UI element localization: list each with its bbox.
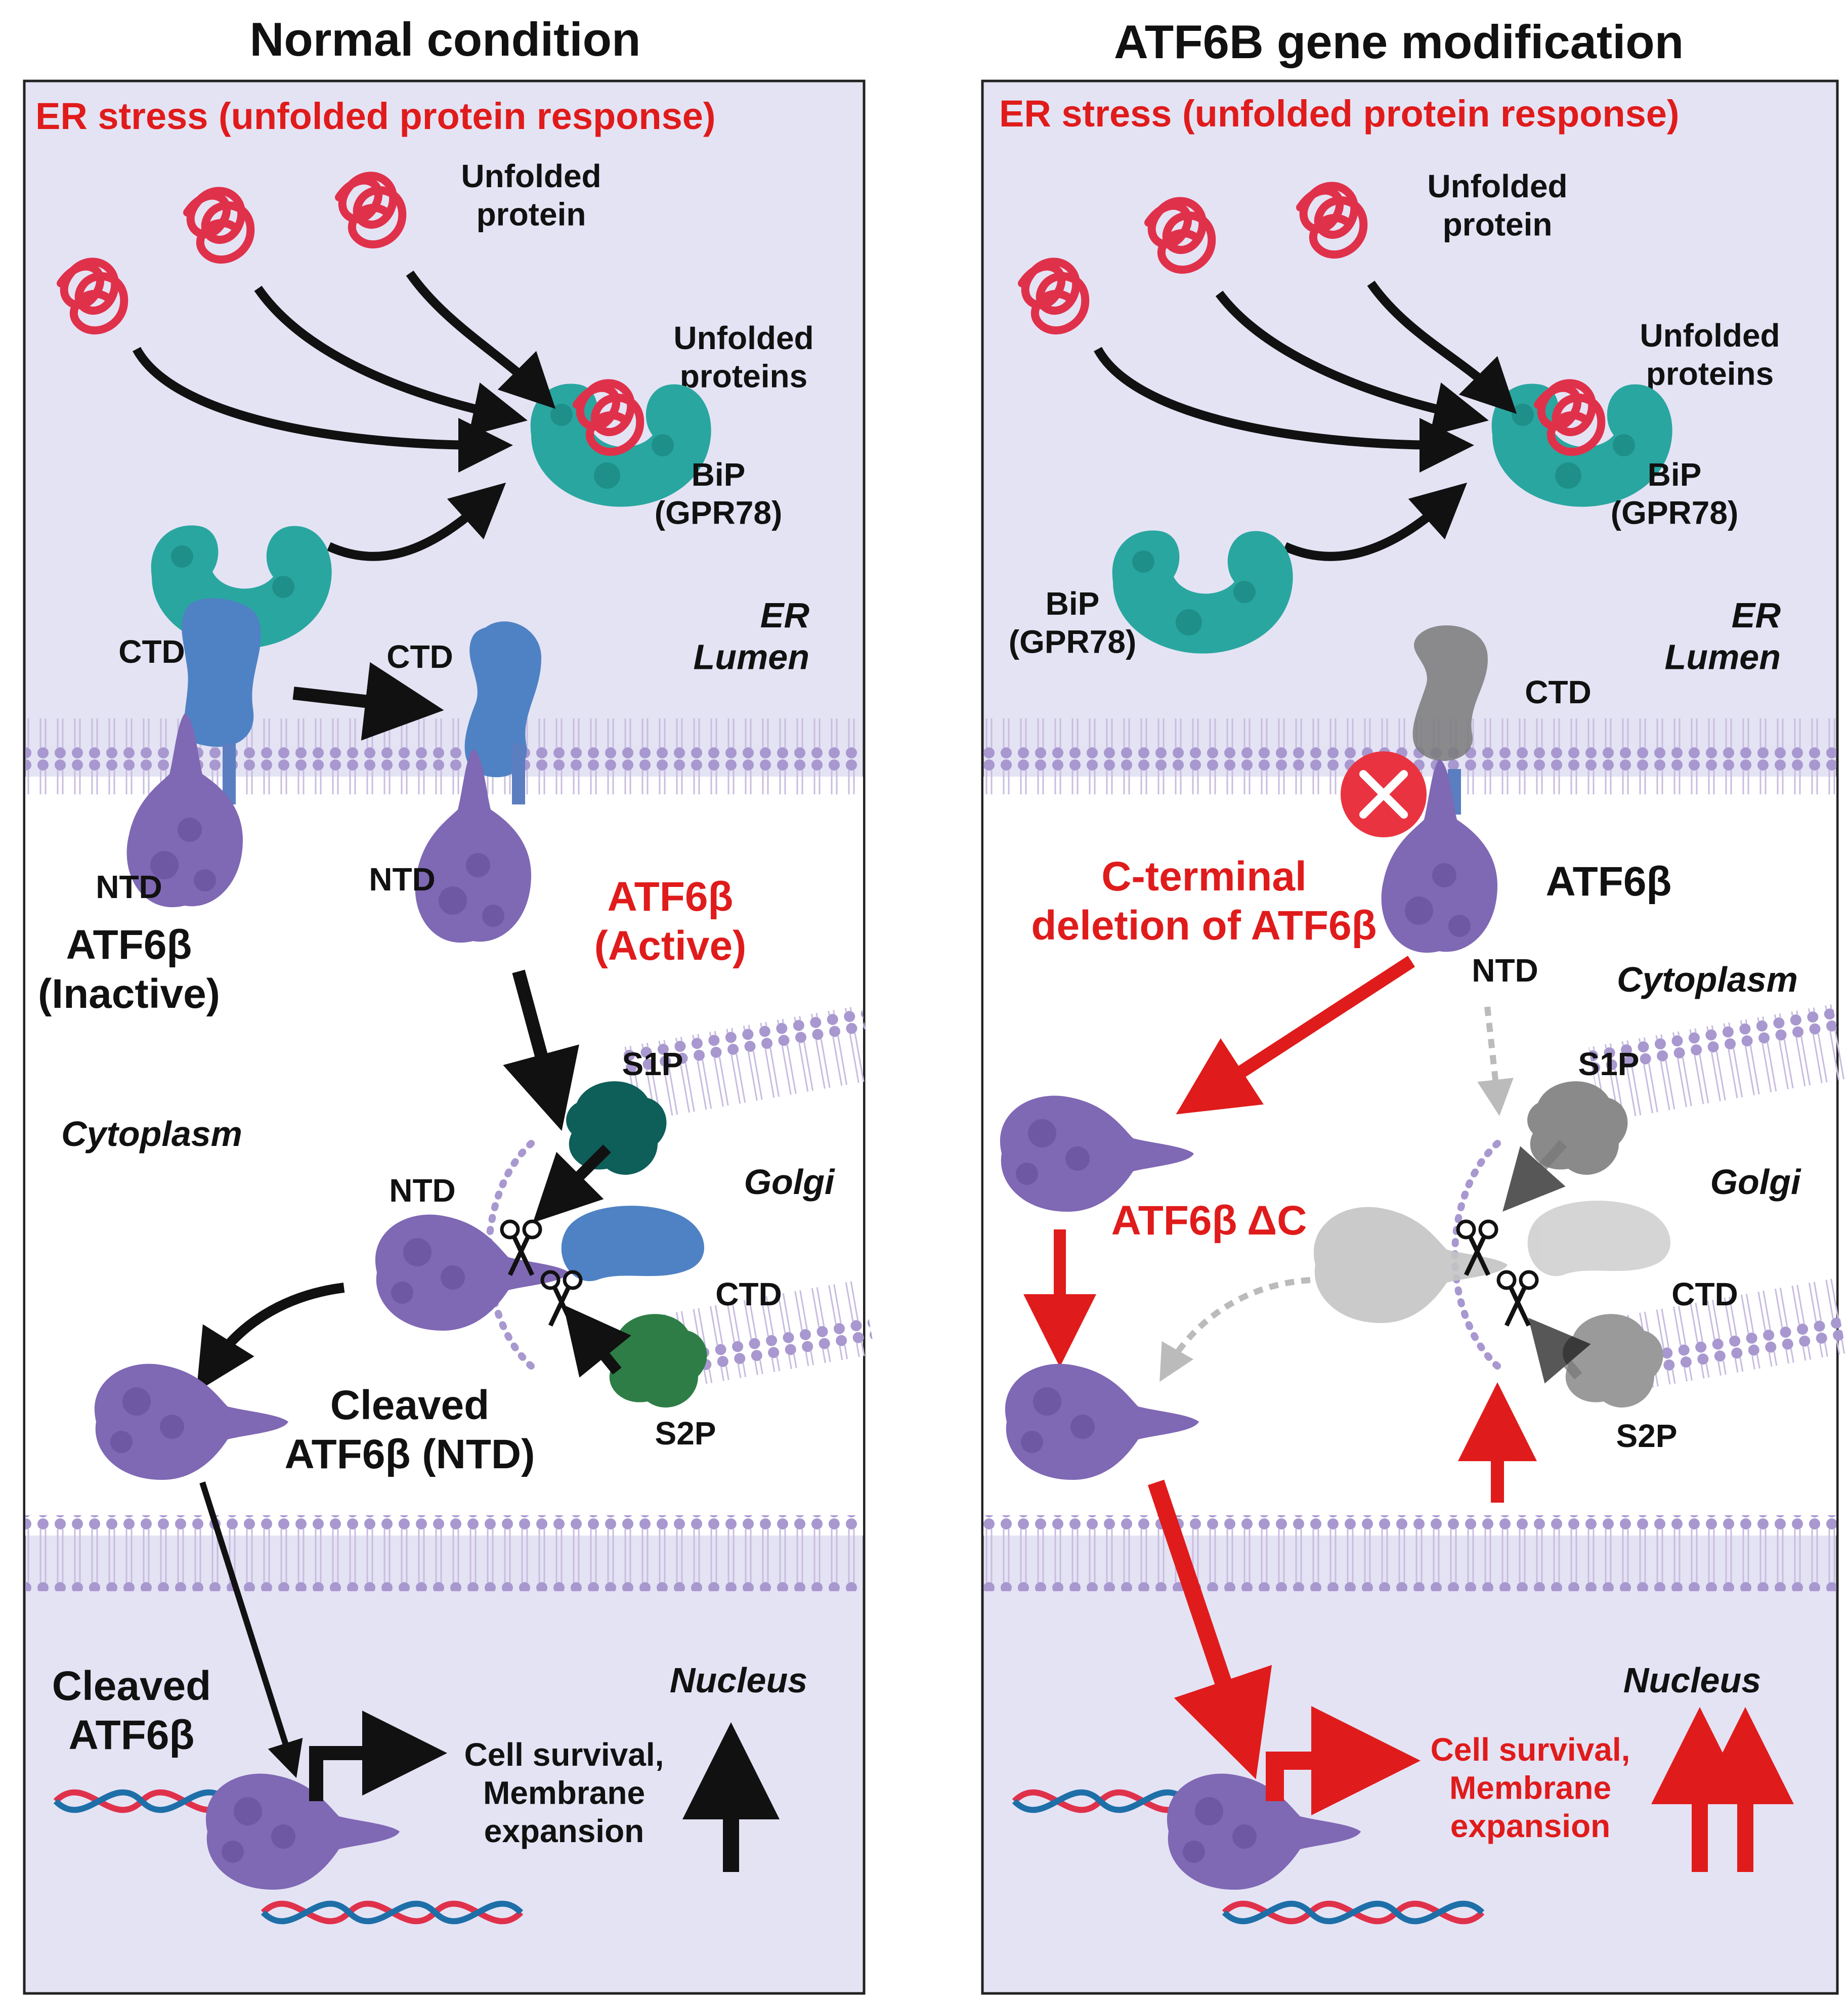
ctd-golgi-grey [1527,1201,1671,1276]
er-stress-label: ER stress (unfolded protein response) [999,93,1680,135]
s1p-protease [566,1081,667,1175]
ctd-label: CTD [386,638,453,675]
nucleus-label: Nucleus [670,1661,807,1700]
ctd-deleted [1412,625,1488,761]
s1p-label: S1P [1578,1046,1640,1082]
ntd-label: NTD [389,1172,456,1209]
ctd-label: CTD [118,633,185,670]
s2p-label: S2P [655,1415,716,1452]
nuclear-membrane [983,1515,1836,1591]
ctd-golgi [561,1206,705,1282]
deletion-icon [1341,751,1427,837]
golgi-label: Golgi [1710,1162,1801,1202]
ntd-golgi-grey [1313,1207,1508,1323]
s1p-arrow [1502,1140,1567,1212]
nuclear-import-arrow [199,1481,303,1778]
s2p-protease [607,1314,707,1408]
ntd-label: NTD [369,861,436,898]
atf6b-inactive-label: ATF6β(Inactive) [38,922,220,1017]
transport-arrow [503,969,579,1131]
transmembrane-segment [512,744,525,804]
s1p-label: S1P [622,1046,683,1082]
release-arrow [196,1283,345,1392]
nuclear-import-arrow [1147,1479,1272,1779]
s2p-arrow [563,1304,631,1378]
ntd-label: NTD [1472,952,1538,989]
ntd-label: NTD [96,869,162,905]
nuclear-membrane [25,1515,863,1591]
bip-free-label: BiP(GPR78) [1009,585,1137,660]
binding-arrows [1094,280,1517,561]
er-stress-label: ER stress (unfolded protein response) [35,95,716,137]
panel-title-left: Normal condition [250,13,641,66]
nucleus-label: Nucleus [1623,1661,1761,1700]
ctd-label: CTD [1671,1276,1738,1312]
cytoplasm-label: Cytoplasm [61,1114,242,1154]
transcription-arrow [1266,1706,1421,1815]
s2p-label: S2P [1616,1418,1678,1454]
er-membrane [25,718,863,794]
golgi-label: Golgi [744,1162,835,1202]
activation-arrow [292,662,444,741]
ctd-label: CTD [1525,674,1592,710]
atf6b-delta-c-label: ATF6β ΔC [1111,1198,1307,1244]
panel-title-right: ATF6B gene modification [1114,15,1684,68]
ctd-inactive [182,598,261,747]
cytoplasm-label: Cytoplasm [1617,960,1798,999]
deletion-arrow [1176,956,1415,1115]
ctd-label: CTD [715,1276,782,1312]
s1p-arrow [533,1144,611,1223]
atf6b-label: ATF6β [1546,859,1672,905]
ctd-active [464,621,541,778]
bip-label: BiP(GPR78) [655,456,783,531]
binding-arrows [133,270,556,561]
s2p-arrow [1528,1317,1591,1384]
bip-label: BiP(GPR78) [1611,456,1739,531]
atf6b-active-label: ATF6β(Active) [594,874,747,969]
golgi-membrane [1451,1004,1846,1390]
bypass-arrow [1159,1277,1311,1382]
transcription-arrow [309,1711,447,1801]
